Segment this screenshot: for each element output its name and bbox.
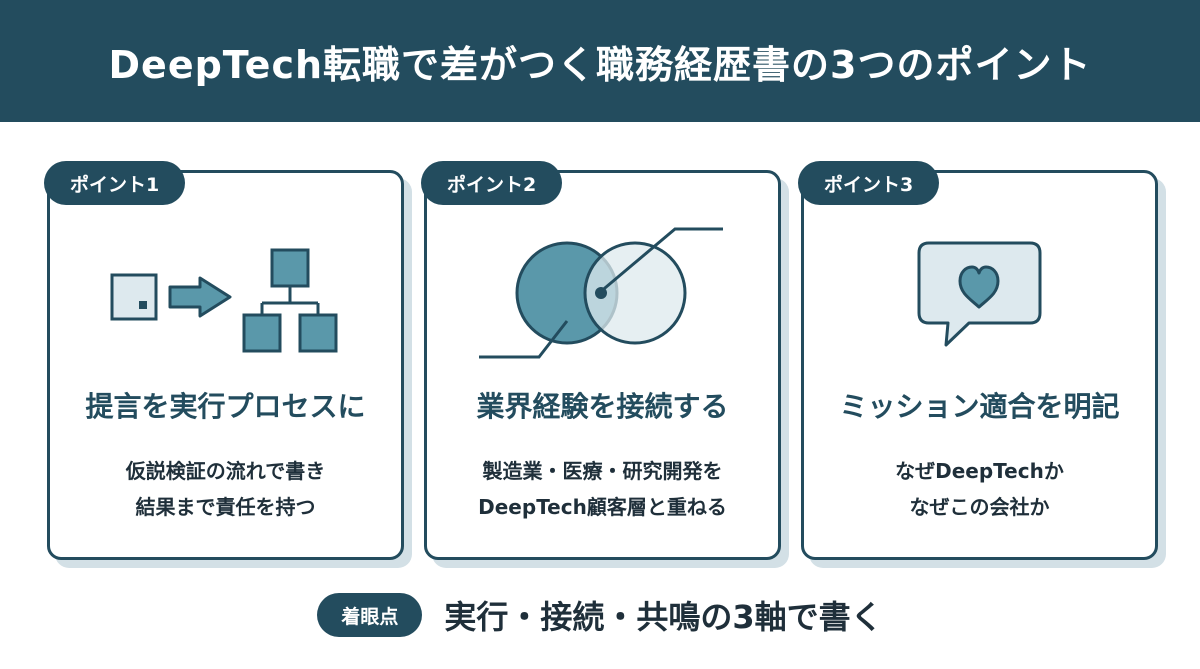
card-body: ポイント3 ミッション適合を明記 なぜDeepTechか なぜこの会社か	[798, 161, 1158, 560]
point-card-3: ポイント3 ミッション適合を明記 なぜDeepTechか なぜこの会社か	[798, 161, 1166, 568]
card-body: ポイント2 業界経験を接続する 製造業・医療・研究開発を DeepTech顧客層…	[421, 161, 781, 560]
card-description: なぜDeepTechか なぜこの会社か	[804, 453, 1155, 525]
venn-connection-icon	[479, 227, 723, 359]
card-line: 結果まで責任を持つ	[135, 495, 316, 519]
card-line: 製造業・医療・研究開発を	[482, 459, 723, 483]
point-tag: ポイント2	[421, 161, 563, 205]
card-line: なぜDeepTechか	[895, 459, 1064, 483]
card-title: ミッション適合を明記	[839, 390, 1120, 423]
footer-tag: 着眼点	[317, 593, 423, 637]
footer-summary: 着眼点 実行・接続・共鳴の3軸で書く	[0, 585, 1200, 645]
card-line: 仮説検証の流れで書き	[125, 459, 326, 483]
card-title: 提言を実行プロセスに	[85, 390, 366, 423]
card-line: なぜこの会社か	[909, 495, 1050, 519]
point-tag: ポイント3	[798, 161, 940, 205]
footer-text: 実行・接続・共鳴の3軸で書く	[444, 598, 883, 636]
point-tag: ポイント1	[44, 161, 186, 205]
card-description: 仮説検証の流れで書き 結果まで責任を持つ	[50, 453, 401, 525]
card-body: ポイント1 提言を実行プロセスに 仮説検証の流れで書き 結果まで責任を持つ	[44, 161, 404, 560]
card-title: 業界経験を接続する	[476, 390, 729, 423]
point-card-1: ポイント1 提言を実行プロセスに 仮説検証の流れで書き 結果まで責任を持つ	[44, 161, 412, 568]
card-line: DeepTech顧客層と重ねる	[478, 495, 727, 519]
point-card-2: ポイント2 業界経験を接続する 製造業・医療・研究開発を DeepTech顧客層…	[421, 161, 789, 568]
heart-speech-bubble-icon	[917, 241, 1042, 347]
header-banner: DeepTech転職で差がつく職務経歴書の3つのポイント	[0, 0, 1200, 122]
flow-to-org-chart-icon	[110, 248, 338, 353]
page-title: DeepTech転職で差がつく職務経歴書の3つのポイント	[108, 42, 1092, 87]
card-description: 製造業・医療・研究開発を DeepTech顧客層と重ねる	[427, 453, 778, 525]
